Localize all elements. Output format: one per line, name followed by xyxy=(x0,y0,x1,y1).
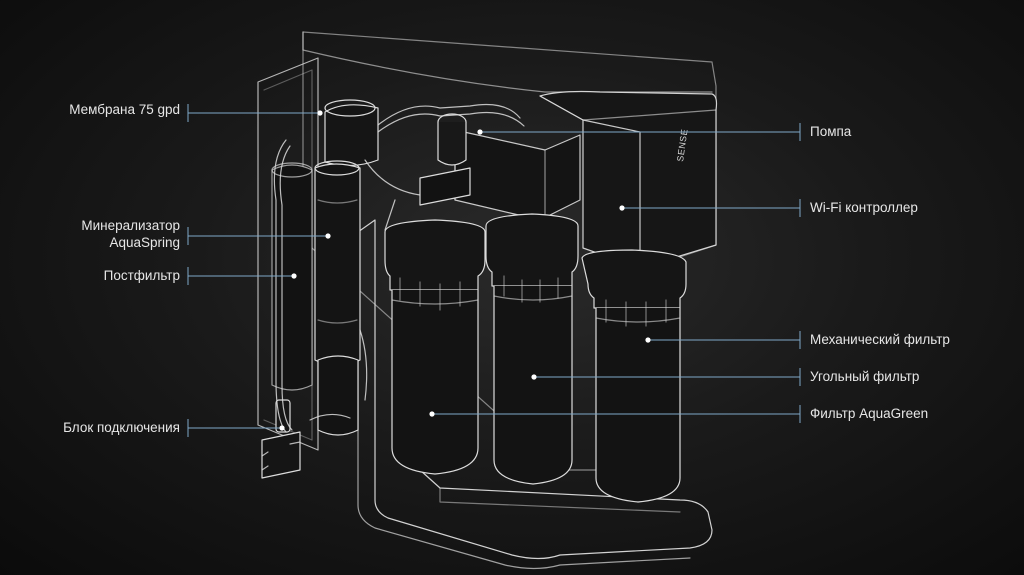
callout-dot-carbon-filter xyxy=(531,374,537,380)
pump-block xyxy=(454,129,581,221)
callout-dot-membrane xyxy=(317,110,323,116)
left-side-panel xyxy=(257,57,319,451)
callout-dot-aquagreen-filter xyxy=(429,411,435,417)
label-wifi-controller: Wi-Fi контроллер xyxy=(810,200,918,215)
front-frame-front xyxy=(357,231,691,570)
lower-cartridge xyxy=(317,355,359,436)
callout-dot-postfilter xyxy=(291,273,297,279)
filter-mechanical-housing xyxy=(581,249,687,503)
front-frame xyxy=(357,219,713,560)
callout-dot-pump xyxy=(477,129,483,135)
label-pump: Помпа xyxy=(810,124,852,139)
filter-carbon-housing xyxy=(485,213,579,485)
controller-top-face xyxy=(539,95,717,121)
membrane-housing xyxy=(324,99,379,167)
label-membrane: Мембрана 75 gpd xyxy=(69,102,180,117)
callout-dot-mineralizer xyxy=(325,233,331,239)
controller-housing xyxy=(539,90,718,269)
callout-dot-connection-block xyxy=(279,425,285,431)
pump-valve-body xyxy=(437,121,467,166)
label-connection-block: Блок подключения xyxy=(63,420,180,435)
brand-label: SENSE xyxy=(675,128,689,162)
stand-slot xyxy=(439,487,681,513)
label-mechanical-filter: Механический фильтр xyxy=(810,332,950,347)
callout-dot-mechanical-filter xyxy=(645,337,651,343)
label-carbon-filter: Угольный фильтр xyxy=(810,369,920,384)
mineralizer-housing xyxy=(314,160,361,367)
callout-dot-wifi-controller xyxy=(619,205,625,211)
connection-block-fittings xyxy=(261,399,301,479)
back-panel-top-curve xyxy=(302,31,713,93)
filter-aquagreen-housing xyxy=(384,219,486,475)
pump-motor xyxy=(419,167,471,206)
label-aquagreen-filter: Фильтр AquaGreen xyxy=(810,406,929,421)
label-postfilter: Постфильтр xyxy=(103,268,180,283)
tubing xyxy=(273,103,525,433)
